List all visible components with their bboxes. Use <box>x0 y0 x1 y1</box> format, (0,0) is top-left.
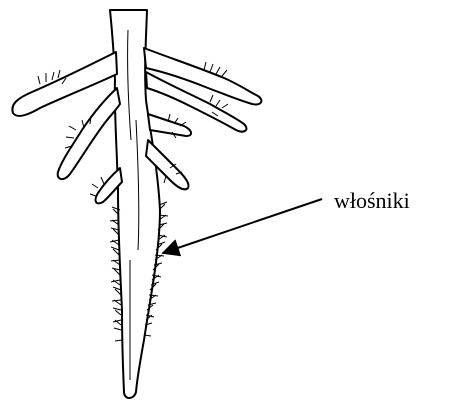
lateral-root-mid-left <box>58 88 120 179</box>
lateral-root-upper-right <box>144 48 261 104</box>
root-hairs-label: włośniki <box>334 188 410 214</box>
label-arrow <box>163 199 322 253</box>
